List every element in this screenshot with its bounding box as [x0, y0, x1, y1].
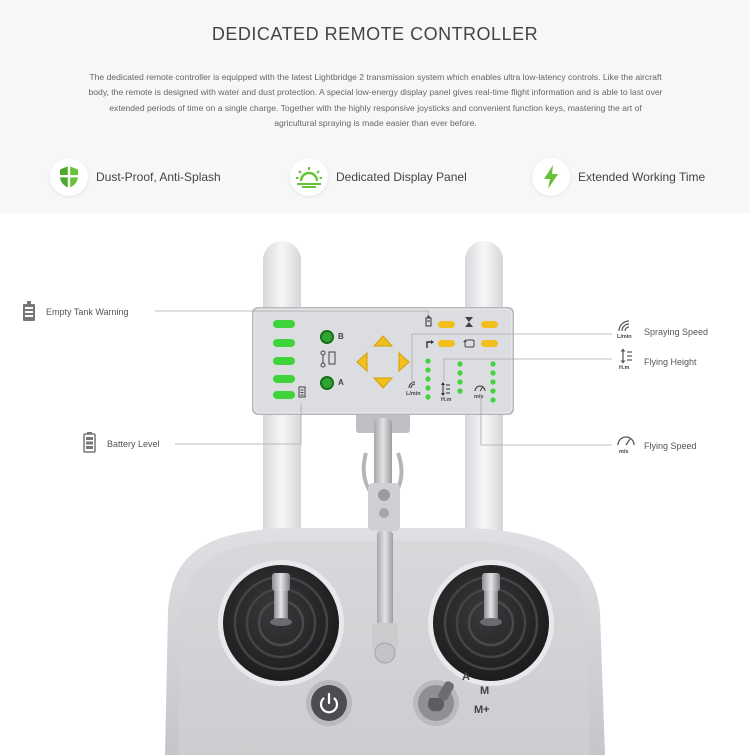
- header-section: DEDICATED REMOTE CONTROLLER The dedicate…: [0, 0, 750, 213]
- battery-icon: [298, 386, 306, 398]
- controller-illustration-area: Empty Tank Warning Battery Level L/min S…: [0, 213, 750, 755]
- indicator-b-led: [320, 330, 334, 344]
- callout-empty-tank-warning: Empty Tank Warning: [46, 307, 129, 317]
- spray-wave-icon: [408, 381, 416, 389]
- panel-unit-hm: H.m: [441, 397, 452, 403]
- panel-unit-lmin: L/min: [406, 391, 421, 397]
- callout-flying-speed: Flying Speed: [644, 441, 697, 451]
- tank-warning-icon: [425, 315, 432, 327]
- callout-lines: [155, 310, 612, 446]
- mode-label-m: M: [480, 685, 490, 697]
- turn-arrow-icon: [426, 340, 434, 348]
- battery-level-leds: [273, 320, 295, 399]
- feature-dust-proof: Dust-Proof, Anti-Splash: [50, 158, 221, 196]
- left-control-stick[interactable]: [218, 560, 344, 686]
- callout-flying-height: Flying Height: [644, 357, 697, 367]
- feature-display-panel: Dedicated Display Panel: [290, 158, 467, 196]
- panel-unit-ms: m/s: [474, 394, 484, 400]
- mode-label-m-plus: M+: [474, 704, 490, 716]
- feature-working-time: Extended Working Time: [532, 158, 705, 196]
- unit-ms-label: m/s: [619, 449, 629, 455]
- feature-label: Extended Working Time: [578, 170, 706, 184]
- remote-controller-illustration: [155, 241, 612, 755]
- hourglass-icon: [465, 317, 473, 327]
- callout-battery-level: Battery Level: [107, 439, 160, 449]
- unit-hm-label: H.m: [619, 365, 630, 371]
- flying-speed-leds: [490, 361, 496, 403]
- sunrise-display-icon: [290, 158, 328, 196]
- speedometer-icon: [474, 385, 486, 392]
- unit-lmin-label: L/min: [617, 334, 632, 340]
- direction-pad: [356, 335, 410, 389]
- cycle-icon: [463, 339, 475, 348]
- panel-label-b: B: [338, 332, 344, 341]
- right-control-stick[interactable]: [428, 560, 554, 686]
- lightning-bolt-icon: [532, 158, 570, 196]
- switch-glyph-icon: [320, 350, 336, 368]
- feature-label: Dust-Proof, Anti-Splash: [96, 170, 221, 184]
- height-ruler-icon: [441, 382, 450, 396]
- power-button[interactable]: [306, 680, 352, 726]
- panel-label-a: A: [338, 378, 344, 387]
- status-yellow-leds: [438, 321, 498, 347]
- page-description: The dedicated remote controller is equip…: [88, 72, 663, 128]
- shield-icon: [50, 158, 88, 196]
- indicator-a-led: [320, 376, 334, 390]
- feature-label: Dedicated Display Panel: [336, 170, 467, 184]
- flying-height-leds: [457, 361, 463, 394]
- armrest-handle: [372, 623, 398, 651]
- callout-spraying-speed: Spraying Speed: [644, 327, 709, 337]
- flight-mode-switch[interactable]: [413, 680, 459, 726]
- mode-label-a: A: [462, 671, 470, 683]
- page-title: DEDICATED REMOTE CONTROLLER: [211, 24, 539, 44]
- spraying-speed-leds: [425, 358, 431, 400]
